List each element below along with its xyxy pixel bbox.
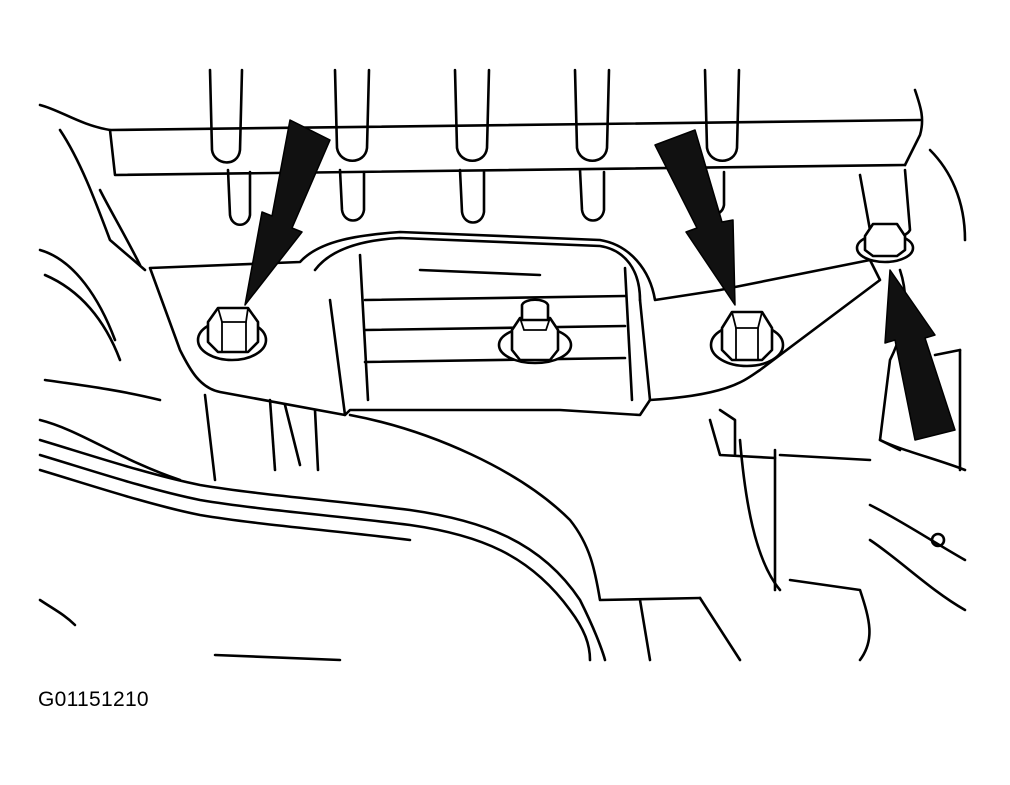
bolt-center — [497, 298, 573, 365]
bracket-arch — [313, 236, 652, 417]
arrow-left — [244, 119, 331, 306]
arrow-far-right — [884, 269, 956, 441]
arrow-center-right — [654, 129, 736, 306]
left-housing — [38, 128, 607, 662]
transmission-body — [203, 393, 872, 662]
bolt-far-right — [855, 222, 915, 264]
bolt-right — [709, 310, 785, 368]
figure-id-label: G01151210 — [38, 688, 149, 711]
intake-runners — [38, 68, 924, 227]
bolt-left — [196, 306, 268, 362]
